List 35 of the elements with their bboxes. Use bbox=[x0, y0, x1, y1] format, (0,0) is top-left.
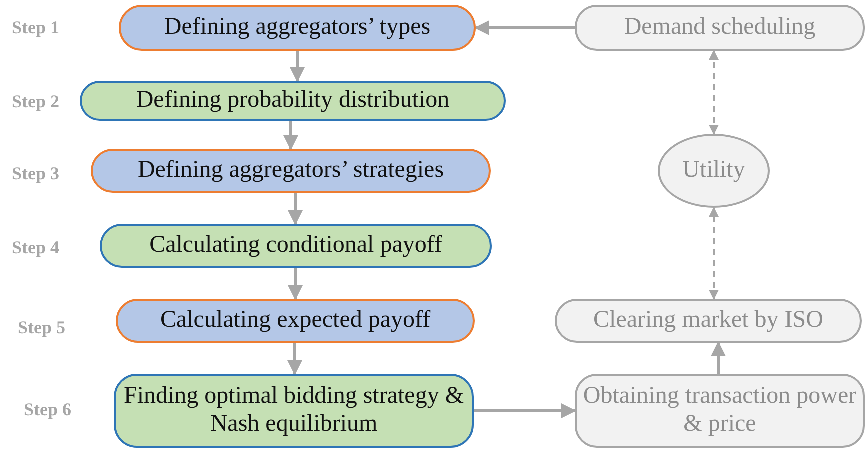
node-label: Clearing market by ISO bbox=[594, 307, 824, 335]
step-label: Step 3 bbox=[12, 164, 60, 184]
double-arrow bbox=[709, 50, 719, 135]
step-label: Step 1 bbox=[12, 18, 60, 38]
node-label: Calculating expected payoff bbox=[160, 307, 431, 335]
arrow bbox=[474, 20, 575, 36]
step-label: Step 6 bbox=[24, 400, 72, 420]
node-label: Obtaining transaction power & price bbox=[583, 383, 857, 439]
process-box bbox=[100, 224, 492, 268]
arrow bbox=[288, 343, 302, 376]
node-label: Calculating conditional payoff bbox=[150, 232, 442, 260]
arrow bbox=[288, 193, 303, 226]
step-label: Step 4 bbox=[12, 238, 60, 258]
double-arrow bbox=[709, 207, 719, 300]
node-label: Defining aggregators’ strategies bbox=[138, 157, 444, 185]
step-label: Step 2 bbox=[12, 92, 60, 112]
process-box bbox=[80, 81, 506, 121]
step-label: Step 5 bbox=[18, 318, 66, 338]
process-box bbox=[116, 299, 475, 343]
process-box bbox=[119, 5, 476, 51]
process-box bbox=[575, 374, 865, 448]
node-label: Utility bbox=[682, 157, 746, 185]
arrow bbox=[290, 51, 305, 82]
node-label: Finding optimal bidding strategy & Nash equilibrium bbox=[123, 383, 465, 439]
arrow bbox=[711, 342, 726, 374]
arrow bbox=[288, 268, 303, 300]
process-box bbox=[114, 374, 474, 448]
process-box bbox=[555, 299, 862, 343]
process-box bbox=[91, 149, 491, 193]
node-label: Defining probability distribution bbox=[136, 87, 450, 115]
arrow bbox=[474, 404, 576, 418]
node-label: Demand scheduling bbox=[624, 14, 816, 42]
node-label: Defining aggregators’ types bbox=[164, 14, 431, 42]
arrow bbox=[284, 121, 298, 150]
process-box bbox=[575, 5, 865, 51]
